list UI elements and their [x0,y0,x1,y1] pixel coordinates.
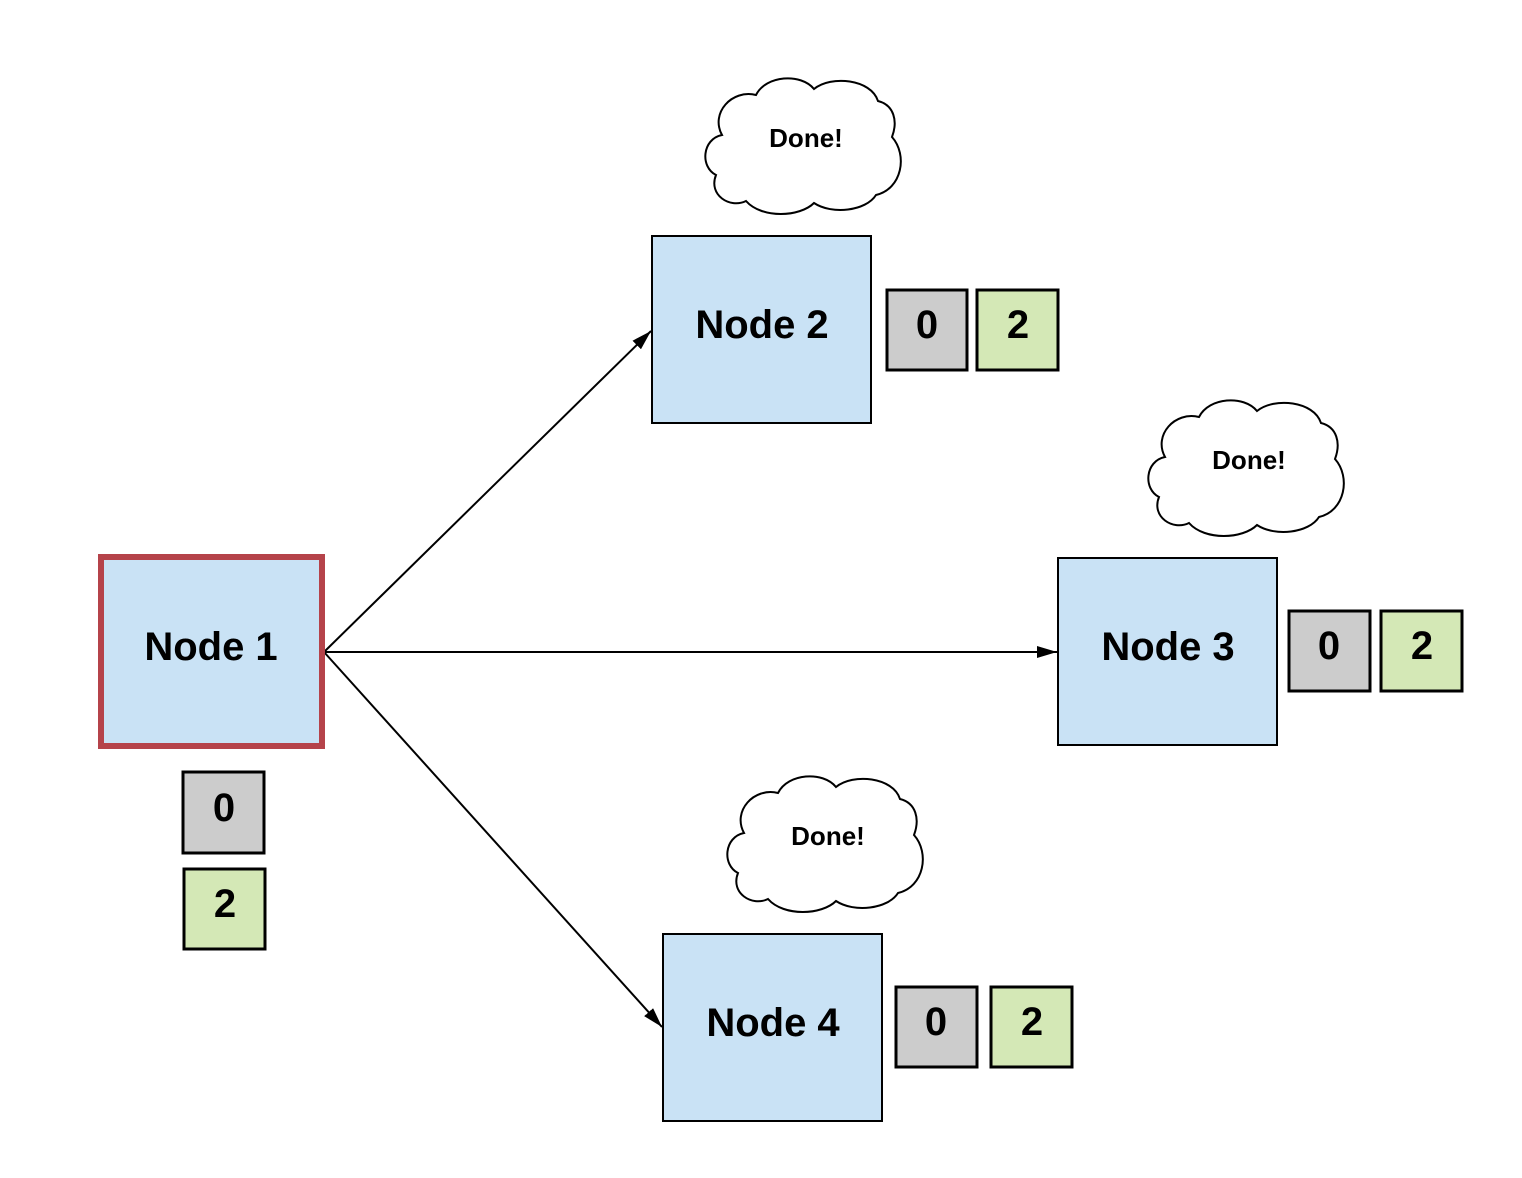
edge-node1-to-node4 [323,651,663,1028]
node-2-green-counter-value: 2 [1007,303,1029,347]
node-4-status-cloud: Done! [726,775,924,913]
node-4-box[interactable] [662,933,883,1122]
node-4-gray-counter-value: 0 [925,1000,947,1044]
node-2-status-text: Done! [769,123,843,153]
node-4-gray-counter [894,985,979,1069]
node-2-label: Node 2 [695,303,828,347]
node-2-counters: 0 2 [885,288,1060,372]
node-4-status-text: Done! [791,821,865,851]
node-3-status-text: Done! [1212,445,1286,475]
node-2-gray-counter [885,288,969,372]
node-1-box[interactable] [98,554,325,749]
node-1-counters: 0 2 [181,770,267,951]
node-3-green-counter-value: 2 [1411,624,1433,668]
node-3[interactable]: Node 3 [1057,557,1278,746]
node-4-label: Node 4 [706,1001,840,1045]
node-2-green-counter [975,288,1060,372]
node-1-green-counter [182,867,267,951]
node-3-box[interactable] [1057,557,1278,746]
node-3-gray-counter [1287,609,1372,693]
node-3-status-cloud: Done! [1147,399,1345,537]
node-1-gray-counter-value: 0 [213,786,235,830]
node-3-gray-counter-value: 0 [1318,624,1340,668]
node-2-status-cloud: Done! [704,77,902,215]
node-3-counters: 0 2 [1287,609,1464,693]
node-3-green-counter [1379,609,1464,693]
node-2[interactable]: Node 2 [651,235,872,424]
node-4[interactable]: Node 4 [662,933,883,1122]
node-3-label: Node 3 [1101,625,1234,669]
node-1[interactable]: Node 1 [98,554,325,749]
node-4-counters: 0 2 [894,985,1074,1069]
node-4-green-counter-value: 2 [1021,1000,1043,1044]
node-1-gray-counter [181,770,266,855]
node-1-label: Node 1 [144,625,277,669]
edges [323,330,1057,1028]
node-2-gray-counter-value: 0 [916,303,938,347]
node-2-box[interactable] [651,235,872,424]
edge-node1-to-node2 [323,330,652,653]
node-1-green-counter-value: 2 [214,882,236,926]
node-4-green-counter [989,985,1074,1069]
